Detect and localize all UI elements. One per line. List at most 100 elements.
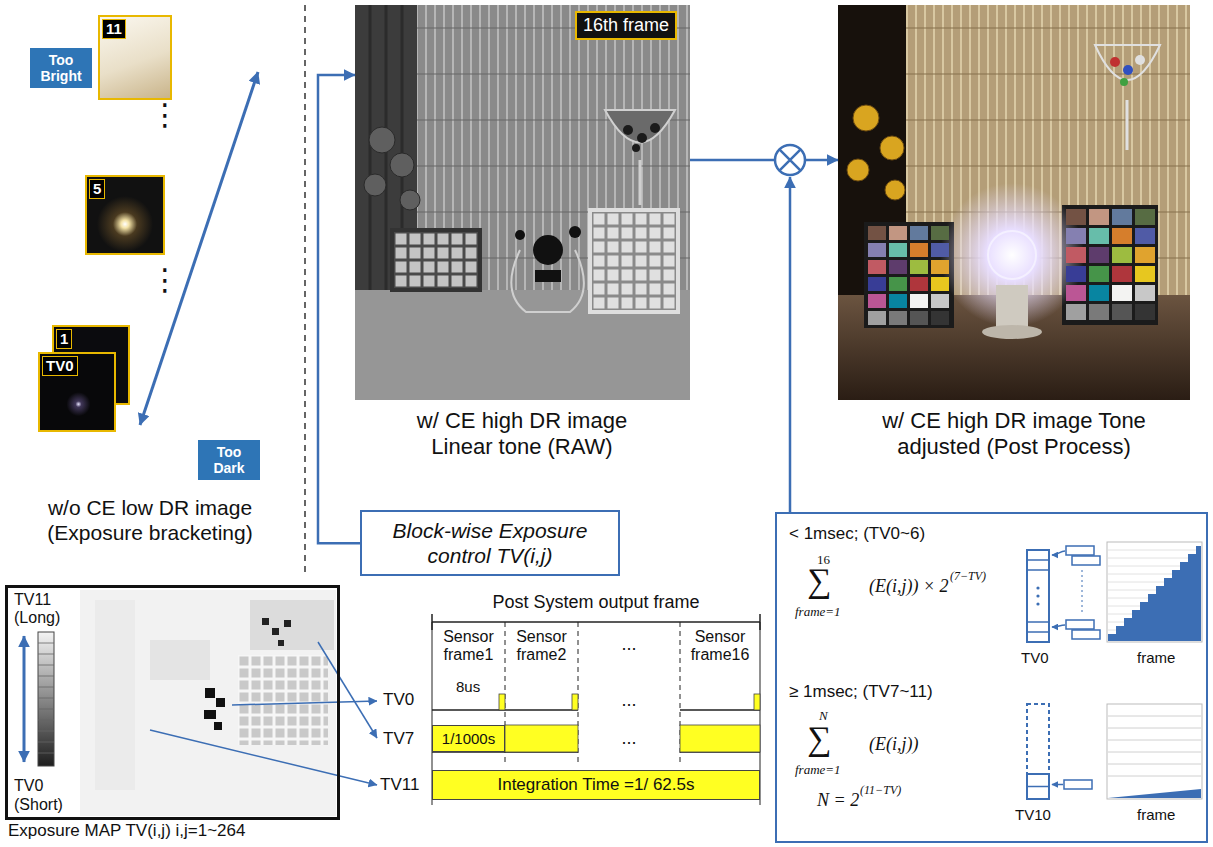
accumulation-sketch <box>1082 570 1083 614</box>
tone-mapped-photo <box>1095 45 1160 80</box>
color-checker <box>1066 247 1086 263</box>
exposure-map-image <box>38 632 54 766</box>
formula-text: (E(i,j)) × 2 <box>869 576 949 598</box>
map-label: TV0 (Short) <box>14 777 76 814</box>
frame-badge: 16th frame <box>575 11 677 40</box>
color-checker <box>1066 209 1086 225</box>
exposure-map-image <box>216 698 225 707</box>
map-label: TV11 (Long) <box>14 591 76 628</box>
tone-mapped-photo <box>988 231 1036 279</box>
accumulation-sketch <box>1036 602 1039 605</box>
raw-photo <box>605 110 675 143</box>
formula-text: frame <box>1137 806 1175 824</box>
color-checker <box>889 294 907 308</box>
raw-photo <box>639 160 642 205</box>
frame-label: Sensor frame1 <box>432 628 505 665</box>
raw-photo <box>535 270 561 282</box>
frame-number: 1 <box>56 329 72 349</box>
raw-photo <box>637 133 647 143</box>
accumulation-sketch <box>1036 586 1039 589</box>
color-checker <box>931 294 949 308</box>
color-checker <box>1135 304 1155 320</box>
accumulation-sketch <box>1036 586 1039 605</box>
leader-line <box>318 642 377 738</box>
tone-mapped-photo <box>982 325 1042 339</box>
ellipsis: ... <box>578 634 680 655</box>
multiply-input-arrow <box>789 177 792 512</box>
color-checker <box>868 294 886 308</box>
accumulation-sketch <box>1027 786 1049 788</box>
accumulation-sketch <box>1108 716 1201 776</box>
accumulation-sketch <box>1064 780 1092 789</box>
accumulation-sketch <box>1066 546 1094 555</box>
multiply-symbol <box>775 145 805 175</box>
accumulation-sketch <box>1066 620 1094 629</box>
formula-text: frame=1 <box>795 604 841 620</box>
exposure-thumbnail: 5 <box>85 175 165 255</box>
color-checker <box>889 277 907 291</box>
brightness-tag: Too Bright <box>30 48 92 88</box>
raw-photo <box>364 127 420 210</box>
ellipsis: ... <box>578 690 680 711</box>
exposure-map-image <box>38 643 54 753</box>
color-checker <box>1089 304 1109 320</box>
exposure-map-image <box>214 722 222 730</box>
exposure-map-image <box>205 688 215 698</box>
accumulation-sketch <box>1052 551 1065 555</box>
accumulation-sketch <box>1107 704 1202 799</box>
exposure-pulse <box>499 694 505 710</box>
color-checker <box>1135 266 1155 282</box>
color-checker <box>910 311 928 325</box>
photo-panel: w/ CE high DR image Tone adjusted (Post … <box>838 5 1190 400</box>
exposure-pulse <box>680 725 760 752</box>
accumulation-sketch <box>1072 630 1100 639</box>
image-caption: w/o CE low DR image (Exposure bracketing… <box>25 495 275 545</box>
color-checker <box>1066 266 1086 282</box>
connector-arrow <box>690 159 838 162</box>
accumulation-sketch <box>1027 550 1049 642</box>
color-checker <box>1135 228 1155 244</box>
color-checker <box>1066 285 1086 301</box>
exposure-pulse <box>505 725 578 752</box>
color-checker <box>1112 285 1132 301</box>
color-checker <box>931 311 949 325</box>
formula-text: ≥ 1msec; (TV7~11) <box>789 682 933 702</box>
color-checker <box>868 260 886 274</box>
connector-arrow <box>318 75 360 543</box>
tone-mapped-photo <box>1110 57 1120 67</box>
tone-mapped-photo <box>838 5 1190 400</box>
formula-text: (11−TV) <box>860 783 901 797</box>
exposure-map-image <box>204 688 225 730</box>
brightness-tag: Too Dark <box>198 440 260 480</box>
separator-line <box>304 5 306 575</box>
color-checker <box>889 311 907 325</box>
formula-text: (7−TV) <box>950 569 986 583</box>
accumulation-sketch <box>1066 546 1100 639</box>
raw-photo <box>569 226 581 238</box>
exposure-map-image <box>150 640 210 680</box>
color-checker <box>1089 228 1109 244</box>
accumulation-sketch <box>1108 546 1201 641</box>
raw-photo <box>355 5 690 400</box>
tone-mapped-photo <box>1135 55 1145 65</box>
tone-mapped-photo <box>838 5 1190 400</box>
color-checker <box>1066 228 1086 244</box>
badge-text: 16th frame <box>583 15 669 36</box>
tone-mapped-photo <box>847 159 869 181</box>
control-box: Block-wise Exposure control TV(i,j) <box>360 510 620 576</box>
color-checker <box>910 277 928 291</box>
color-checker <box>1135 285 1155 301</box>
color-checker <box>1112 304 1132 320</box>
color-checker <box>910 226 928 240</box>
formula-text: TV0 <box>1021 649 1049 667</box>
box-text: Block-wise Exposure control TV(i,j) <box>370 518 610 568</box>
row-label: TV7 <box>383 729 414 749</box>
formula-text: frame <box>1137 649 1175 667</box>
accumulation-sketch <box>1027 704 1049 774</box>
raw-photo <box>355 5 690 400</box>
tone-mapped-photo <box>996 285 1028 330</box>
exposure-thumbnail: TV0 <box>38 352 116 432</box>
raw-photo <box>650 123 660 133</box>
accumulation-sketch <box>1036 594 1039 597</box>
color-checker <box>1089 209 1109 225</box>
